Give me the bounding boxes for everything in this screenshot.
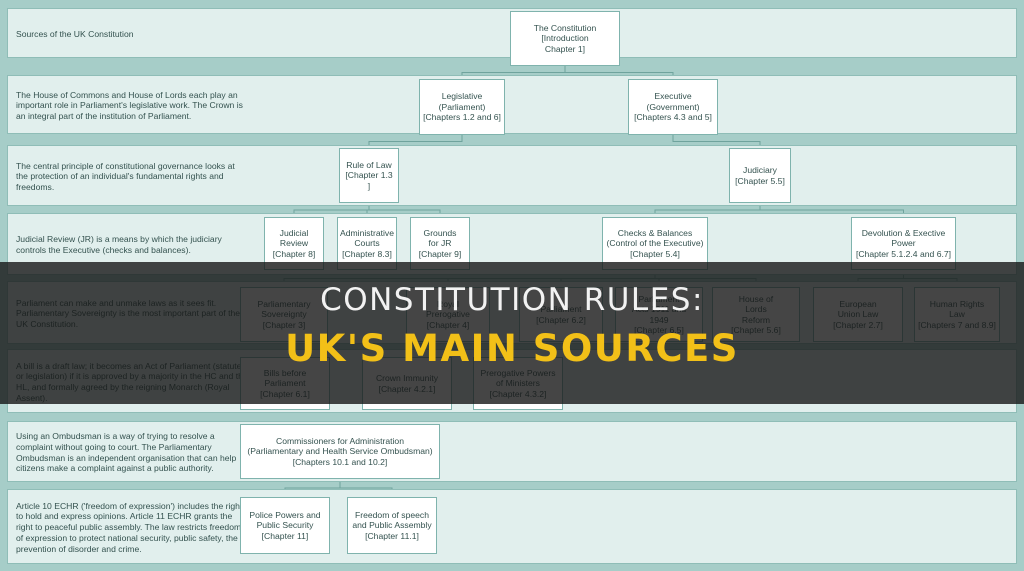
row-text: Judicial Review (JR) is a means by which… [16,234,222,255]
node-label-line: Checks & Balances [617,227,693,238]
node-label-line: [Chapter 5.1.2.4 and 6.7] [855,248,952,259]
node-label-line: (Control of the Executive) [606,238,704,249]
node-label-line: Freedom of speech [354,509,430,520]
row-text: Sources of the UK Constitution [16,28,134,39]
row-text: Using an Ombudsman is a way of trying to… [16,431,237,474]
node-label-line: (Parliamentary and Health Service Ombuds… [247,446,433,457]
node-label-line: [Chapters 4.3 and 5] [634,112,712,123]
node-label-line: Administrative [340,227,394,238]
node-label-line: Public Security [256,520,314,531]
node-label-line: (Government) [646,101,700,112]
node-label-line: Grounds [423,227,457,238]
explanation-row: Article 10 ECHR ('freedom of expression'… [7,489,1017,564]
node-label-line: [Chapter 5.5] [735,175,785,186]
node-label-line: Devolution & Exective [861,227,946,238]
connector-legislative-to-rule-of-law [368,135,463,148]
node-label-line: Chapter 1] [544,43,586,54]
node-label-line: Review [279,238,309,249]
node-label-line: Power [891,238,916,249]
node-label-line: Police Powers and [249,509,321,520]
row-text: The House of Commons and House of Lords … [16,89,243,122]
node-label-line: [Chapter 5.4] [630,248,680,259]
connector-executive-to-judiciary [672,135,761,148]
node-label-line: (Parliament) [438,101,486,112]
node-label-line: [Chapter 8] [272,248,316,259]
node-label-line: for JR [428,238,452,249]
node-legislative: Legislative(Parliament)[Chapters 1.2 and… [419,79,505,135]
node-commissioners: Commissioners for Administration(Parliam… [240,424,440,479]
node-label-line: [Chapter 8.3] [342,248,392,259]
node-checks-balances: Checks & Balances(Control of the Executi… [602,217,708,270]
node-judiciary: Judiciary[Chapter 5.5] [729,148,791,203]
row-text: The central principle of constitutional … [16,160,235,193]
banner-subtitle: UK'S MAIN SOURCES [285,327,739,370]
node-label-line: Judicial [279,227,309,238]
node-label-line: Courts [354,238,380,249]
node-label-line: Commissioners for Administration [276,435,404,446]
node-label-line: Judiciary [743,165,777,175]
node-label-line: Executive [654,91,692,102]
node-rule-of-law: Rule of Law[Chapter 1.3 ] [339,148,399,203]
node-label-line: [Chapters 10.1 and 10.2] [292,456,388,467]
node-label-line: [Chapters 1.2 and 6] [423,112,501,123]
node-executive: Executive(Government)[Chapters 4.3 and 5… [628,79,718,135]
node-label-line: [Introduction [541,33,589,44]
node-label-line: [Chapter 11] [261,530,309,541]
explanation-row: Using an Ombudsman is a way of trying to… [7,421,1017,482]
node-label-line: Rule of Law [346,159,392,170]
node-label-line: [Chapter 11.1] [365,530,419,541]
row-text: Article 10 ECHR ('freedom of expression'… [16,500,243,554]
explanation-row: The central principle of constitutional … [7,145,1017,206]
node-label-line: [Chapter 1.3 ] [345,170,393,191]
node-label-line: The Constitution [533,22,597,33]
node-label-line: Legislative [441,91,483,102]
node-label-line: and Public Assembly [352,520,432,531]
title-banner [0,262,1024,404]
node-label-line: [Chapter 9] [418,248,462,259]
banner-title: CONSTITUTION RULES: [320,282,704,318]
explanation-row: The House of Commons and House of Lords … [7,75,1017,134]
